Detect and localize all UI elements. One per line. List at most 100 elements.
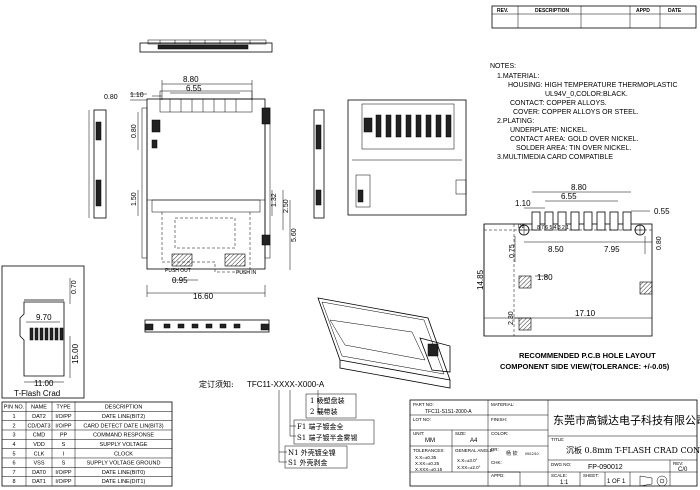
card-dim-1500: 15.00 bbox=[71, 343, 80, 364]
note-line: CONTACT: COPPER ALLOYS. bbox=[510, 100, 607, 107]
tb-dr-label: DR: bbox=[491, 447, 499, 452]
tb-dwg-no: FP-090012 bbox=[588, 464, 623, 471]
note-line: 3.MULTIMEDIA CARD COMPATIBLE bbox=[497, 154, 613, 161]
pcb-dummy-label: D8 bbox=[518, 224, 525, 230]
pcb-dim-655: 6.55 bbox=[561, 192, 577, 201]
tb-title: 沉板 0.8mm T-FLASH CRAD CONN bbox=[566, 445, 700, 455]
tb-dr-name: 杨 钦 bbox=[506, 450, 518, 457]
tb-appd-label: APPD: bbox=[491, 473, 505, 478]
note-line: UL94V_0,COLOR:BLACK. bbox=[545, 91, 628, 98]
pin-table-cell: SUPPLY VOLTAGE GROUND bbox=[87, 461, 161, 467]
tb-chk-label: CHK: bbox=[491, 460, 502, 465]
dim-080-side: 0.80 bbox=[131, 124, 138, 138]
order-opt-3: F1 端子镀金全 bbox=[297, 422, 344, 431]
pcb-caption-line1: RECOMMENDED P.C.B HOLE LAYOUT bbox=[519, 351, 656, 360]
order-code: 定订须知: TFC11-XXXX-X000-A 1 吸塑盘装 2 载带装 F1 … bbox=[199, 379, 375, 469]
pcb-dim-850: 8.50 bbox=[548, 245, 564, 254]
pin-table-header: TYPE bbox=[56, 405, 71, 411]
note-line: 1.MATERIAL: bbox=[497, 73, 539, 80]
tb-color-label: COLOR: bbox=[491, 431, 508, 436]
tb-scale-label: SCALE: bbox=[551, 473, 567, 478]
notes: NOTES: 1.MATERIAL: HOUSING: HIGH TEMPERA… bbox=[490, 63, 678, 161]
pin-table-cell: I/O/PP bbox=[55, 423, 72, 429]
tb-tolerances-label: TOLERANCES: bbox=[413, 448, 445, 453]
dim-250: 2.50 bbox=[283, 199, 290, 213]
tb-tol-1: X.X=±0.35 bbox=[415, 455, 437, 460]
pin-table-cell: DATE LINE(BIT2) bbox=[102, 414, 145, 420]
main-top-view: 8.80 6.55 1.10 0.80 0.80 1.50 1.32 2.50 … bbox=[104, 75, 298, 301]
dim-1660: 16.60 bbox=[193, 292, 214, 301]
dim-560: 5.60 bbox=[291, 228, 298, 242]
rev-header: REV. bbox=[497, 8, 509, 14]
date-header: DATE bbox=[668, 8, 682, 14]
pin-table-cell: DAT1 bbox=[32, 479, 46, 485]
pin-table-cell: 3 bbox=[12, 433, 15, 439]
card-name: T-Flash Crad bbox=[14, 389, 60, 398]
order-opt-4: S1 端子镀半金雾锡 bbox=[297, 433, 357, 442]
note-line: 2.PLATING: bbox=[497, 118, 534, 125]
pcb-dim-795: 7.95 bbox=[604, 245, 620, 254]
pin-table-cell: 2 bbox=[12, 423, 15, 429]
note-line: HOUSING: HIGH TEMPERATURE THERMOPLASTIC bbox=[508, 82, 678, 89]
push-in-label: PUSH IN bbox=[236, 270, 257, 276]
pin-table-cell: DATE LINE(BIT0) bbox=[102, 470, 145, 476]
card-dim-070: 0.70 bbox=[71, 280, 78, 294]
pin-table-cell: S bbox=[62, 442, 66, 448]
tb-dr-date: 09/12/10 bbox=[525, 452, 539, 456]
tb-rev: C/0 bbox=[678, 467, 688, 473]
tb-part-no: TFC11-S1S1-2000-A bbox=[425, 409, 472, 415]
dim-880: 8.80 bbox=[183, 75, 199, 84]
bottom-edge-view bbox=[144, 319, 270, 333]
pin-table-cell: I/O/PP bbox=[55, 479, 72, 485]
pin-table-header: DESCRIPTION bbox=[105, 405, 143, 411]
pcb-dim-1710: 17.10 bbox=[575, 309, 596, 318]
pin-table-cell: 8 bbox=[12, 479, 15, 485]
pin-table-cell: COMMAND RESPONSE bbox=[93, 433, 154, 439]
tb-sheet: 1 OF 1 bbox=[607, 479, 626, 485]
pin-table-cell: 6 bbox=[12, 461, 15, 467]
card-dim-1100: 11.00 bbox=[34, 379, 54, 388]
notes-title: NOTES: bbox=[490, 63, 516, 70]
pcb-dim-075: 0.75 bbox=[509, 244, 516, 258]
pin-table-cell: DATE LINE(DIT1) bbox=[102, 479, 146, 485]
tb-title-label: TITLE: bbox=[551, 437, 565, 442]
dim-095: 0.95 bbox=[172, 276, 188, 285]
pin-table-cell: 1 bbox=[12, 414, 15, 420]
dim-080-left: 0.80 bbox=[104, 94, 118, 101]
pin-table-cell: I bbox=[63, 451, 65, 457]
pcb-pin-numbers: 8 7 6 5 4 3 2 1 bbox=[537, 225, 569, 231]
revision-block: REV. DESCRIPTION APPD DATE bbox=[491, 5, 697, 29]
tb-unit: MM bbox=[425, 438, 435, 444]
pin-table-cell: CARD DETECT DATE LIN(BIT3) bbox=[83, 423, 163, 429]
pcb-dim-230: 2.30 bbox=[508, 311, 515, 325]
pcb-dim-180: 1.80 bbox=[537, 273, 553, 282]
tb-lot-no-label: LOT NO: bbox=[413, 417, 431, 422]
order-code-value: TFC11-XXXX-X000-A bbox=[247, 380, 325, 389]
tb-rev-label: REV: bbox=[673, 461, 683, 466]
pin-table-header: NAME bbox=[31, 405, 47, 411]
pin-table-cell: 7 bbox=[12, 470, 15, 476]
tb-unit-label: UNIT: bbox=[413, 431, 424, 436]
tb-sheet-label: SHEET: bbox=[583, 473, 599, 478]
dim-150: 1.50 bbox=[131, 192, 138, 206]
tb-company: 东莞市高铖达电子科技有限公司 bbox=[553, 413, 700, 427]
pin-table-cell: VSS bbox=[33, 461, 44, 467]
pin-table-cell: CD/DAT3 bbox=[27, 423, 50, 429]
order-opt-6: S1 外壳剥金 bbox=[288, 458, 327, 467]
top-side-view bbox=[139, 39, 273, 53]
tb-tol-3: X.XXX=±0.15 bbox=[415, 467, 443, 472]
order-code-label: 定订须知: bbox=[199, 379, 234, 389]
pin-table-cell: 4 bbox=[12, 442, 15, 448]
pin-table-cell: DAT0 bbox=[32, 470, 46, 476]
tb-ang-2: X.XX=±2.0° bbox=[457, 465, 481, 470]
isometric-view bbox=[317, 297, 451, 389]
dim-132: 1.32 bbox=[271, 193, 278, 207]
pcb-dim-880: 8.80 bbox=[571, 183, 587, 192]
note-line: COVER: COPPER ALLOYS OR STEEL. bbox=[513, 109, 639, 116]
card-dim-970: 9.70 bbox=[36, 313, 52, 322]
tb-size: A4 bbox=[470, 438, 478, 444]
pin-table-cell: I/O/PP bbox=[55, 470, 72, 476]
order-opt-5: N1 外壳镀全镍 bbox=[288, 448, 336, 457]
